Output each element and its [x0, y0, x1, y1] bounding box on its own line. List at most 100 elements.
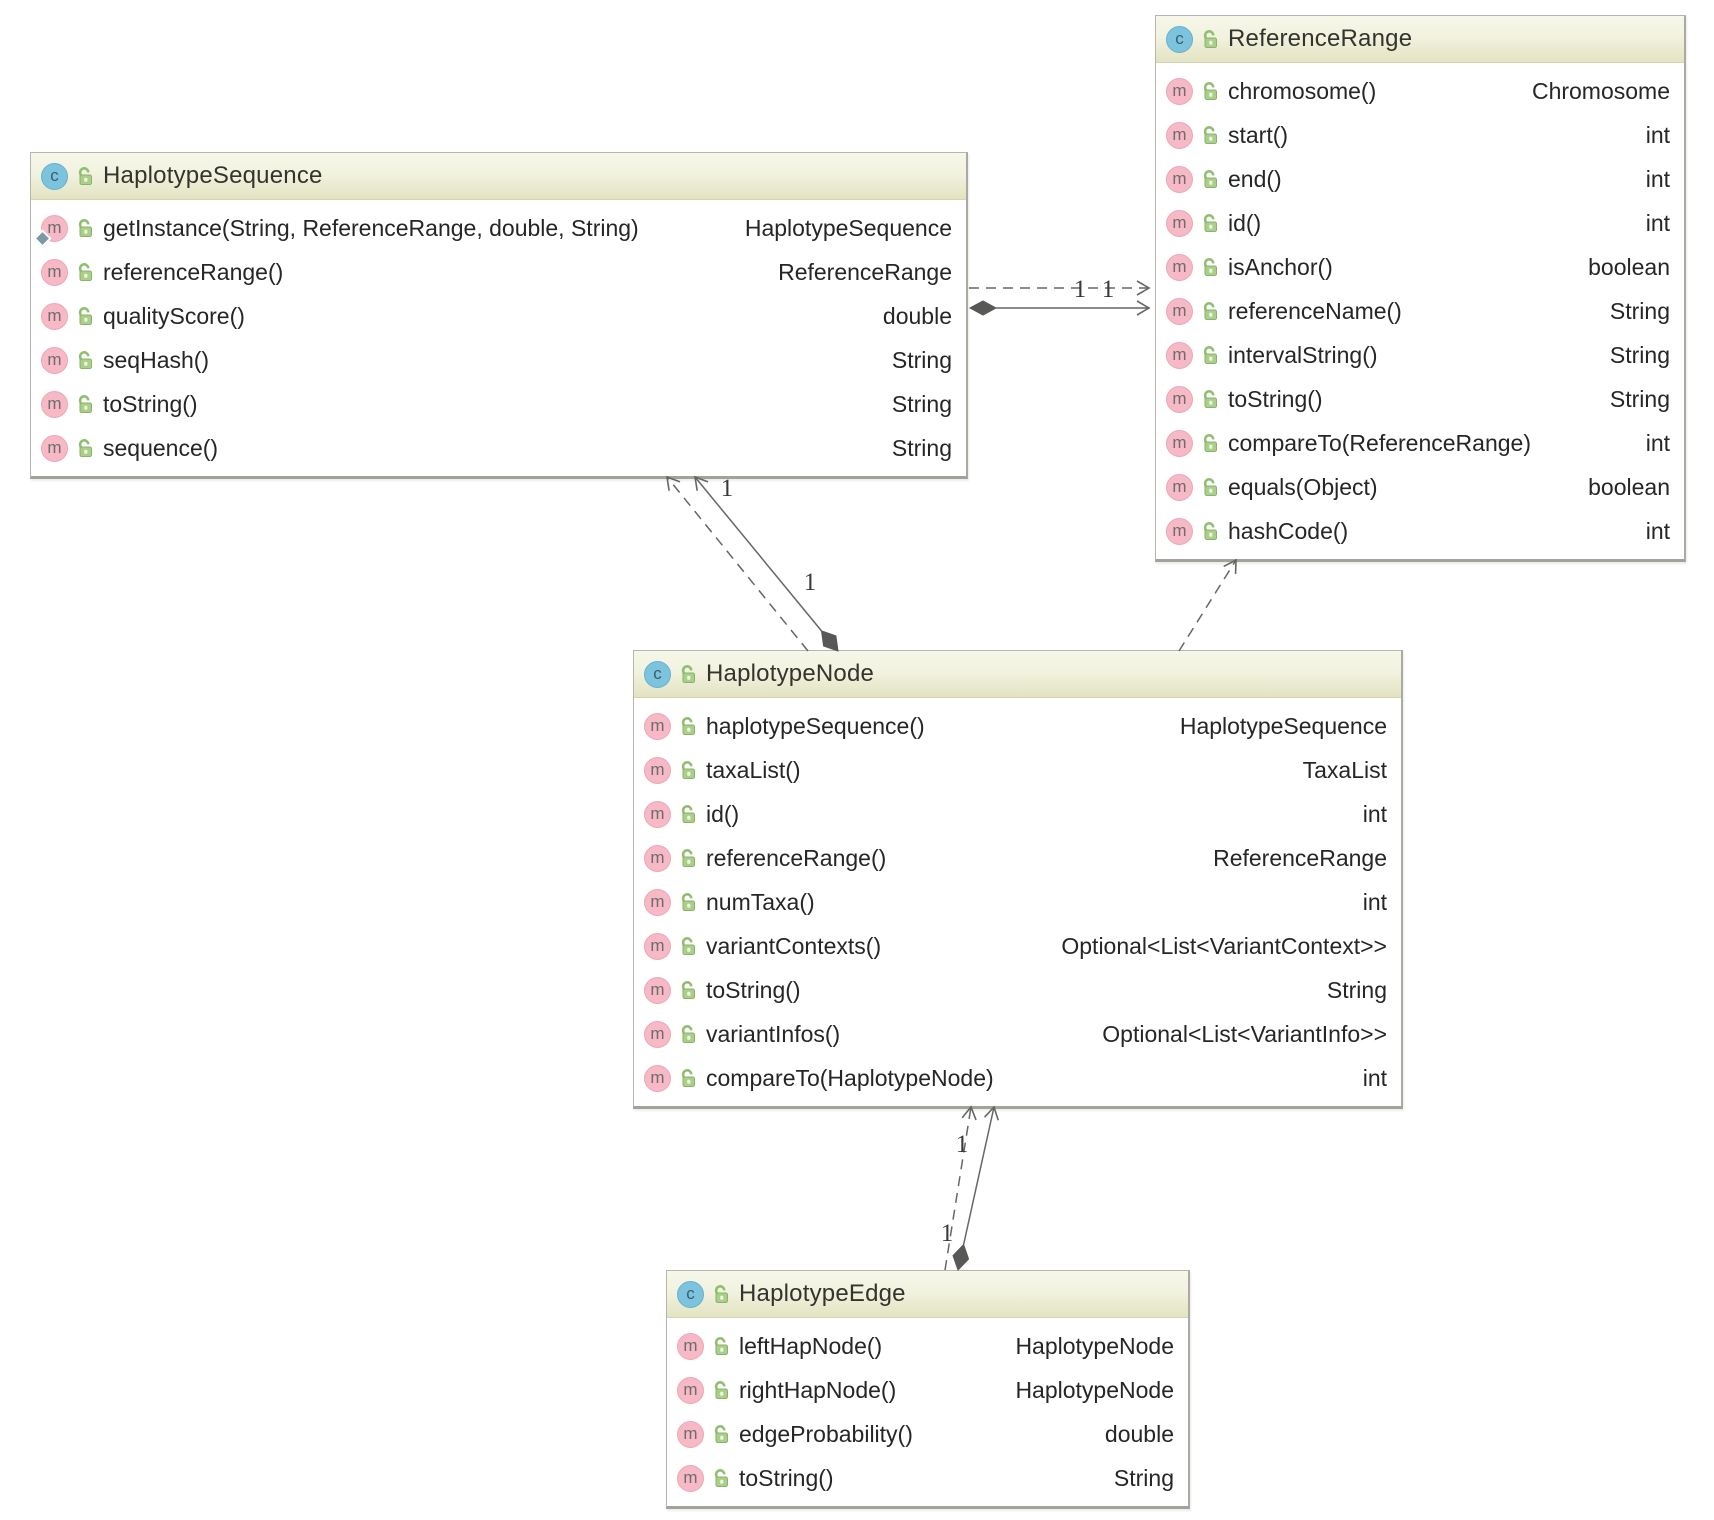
method-name: seqHash(): [103, 346, 210, 373]
method-icon: m: [677, 1464, 704, 1492]
edge-sequence-referencerange-dependency[interactable]: 1 1: [969, 276, 1151, 303]
method-return-type: boolean: [1588, 253, 1670, 280]
unlocked-padlock-icon: [1202, 389, 1219, 409]
method-icon: m: [1166, 297, 1193, 325]
unlocked-padlock-icon: [1202, 81, 1219, 101]
method-signature: m hashCode(): [1166, 517, 1349, 545]
unlocked-padlock-icon: [680, 664, 697, 684]
method-name: equals(Object): [1228, 473, 1378, 500]
unlocked-padlock-icon: [77, 394, 94, 414]
method-signature: m variantInfos(): [644, 1020, 841, 1048]
method-icon: m: [1166, 517, 1193, 545]
method-return-type: Optional<List<VariantContext>>: [1061, 932, 1387, 959]
unlocked-padlock-icon: [77, 218, 94, 238]
method-name: id(): [1228, 209, 1262, 236]
method-row-qualityScore[interactable]: m qualityScore() double: [31, 294, 966, 338]
method-name: variantContexts(): [706, 932, 882, 959]
edge-haplotypeedge-node-dependency[interactable]: 1: [944, 1105, 977, 1271]
method-return-type: int: [1362, 800, 1387, 827]
method-name: toString(): [739, 1464, 834, 1491]
method-icon: m: [644, 800, 671, 828]
multiplicity-label: 1: [804, 569, 817, 596]
method-name: variantInfos(): [706, 1020, 841, 1047]
unlocked-padlock-icon: [77, 306, 94, 326]
edge-node-sequence-aggregation[interactable]: 1: [693, 475, 839, 652]
method-icon: m: [644, 756, 671, 784]
method-icon: m: [644, 844, 671, 872]
class-icon: c: [677, 1280, 704, 1308]
method-name: referenceRange(): [103, 258, 284, 285]
method-name: hashCode(): [1228, 517, 1349, 544]
method-return-type: double: [882, 302, 952, 329]
method-return-type: String: [1609, 385, 1670, 412]
method-icon: m: [644, 1064, 671, 1092]
method-return-type: HaplotypeSequence: [744, 214, 952, 241]
multiplicity-label: 1: [1074, 276, 1087, 303]
edge-sequence-referencerange-aggregation[interactable]: [968, 300, 1151, 316]
method-name: toString(): [706, 976, 801, 1003]
unlocked-padlock-icon: [713, 1380, 730, 1400]
method-icon: m: [644, 1020, 671, 1048]
method-name: compareTo(ReferenceRange): [1228, 429, 1531, 456]
edge-node-sequence-dependency[interactable]: 1: [666, 475, 809, 652]
edge-haplotypeedge-node-aggregation[interactable]: 1: [941, 1105, 1000, 1271]
method-icon: m: [41, 302, 68, 330]
dependency-line: [666, 475, 809, 652]
method-name: leftHapNode(): [739, 1332, 883, 1359]
method-return-type: String: [891, 346, 952, 373]
method-name: haplotypeSequence(): [706, 712, 925, 739]
edge-node-referencerange-dependency[interactable]: [1178, 558, 1237, 652]
method-name: qualityScore(): [103, 302, 245, 329]
unlocked-padlock-icon: [680, 848, 697, 868]
aggregation-diamond-icon: [820, 630, 839, 652]
